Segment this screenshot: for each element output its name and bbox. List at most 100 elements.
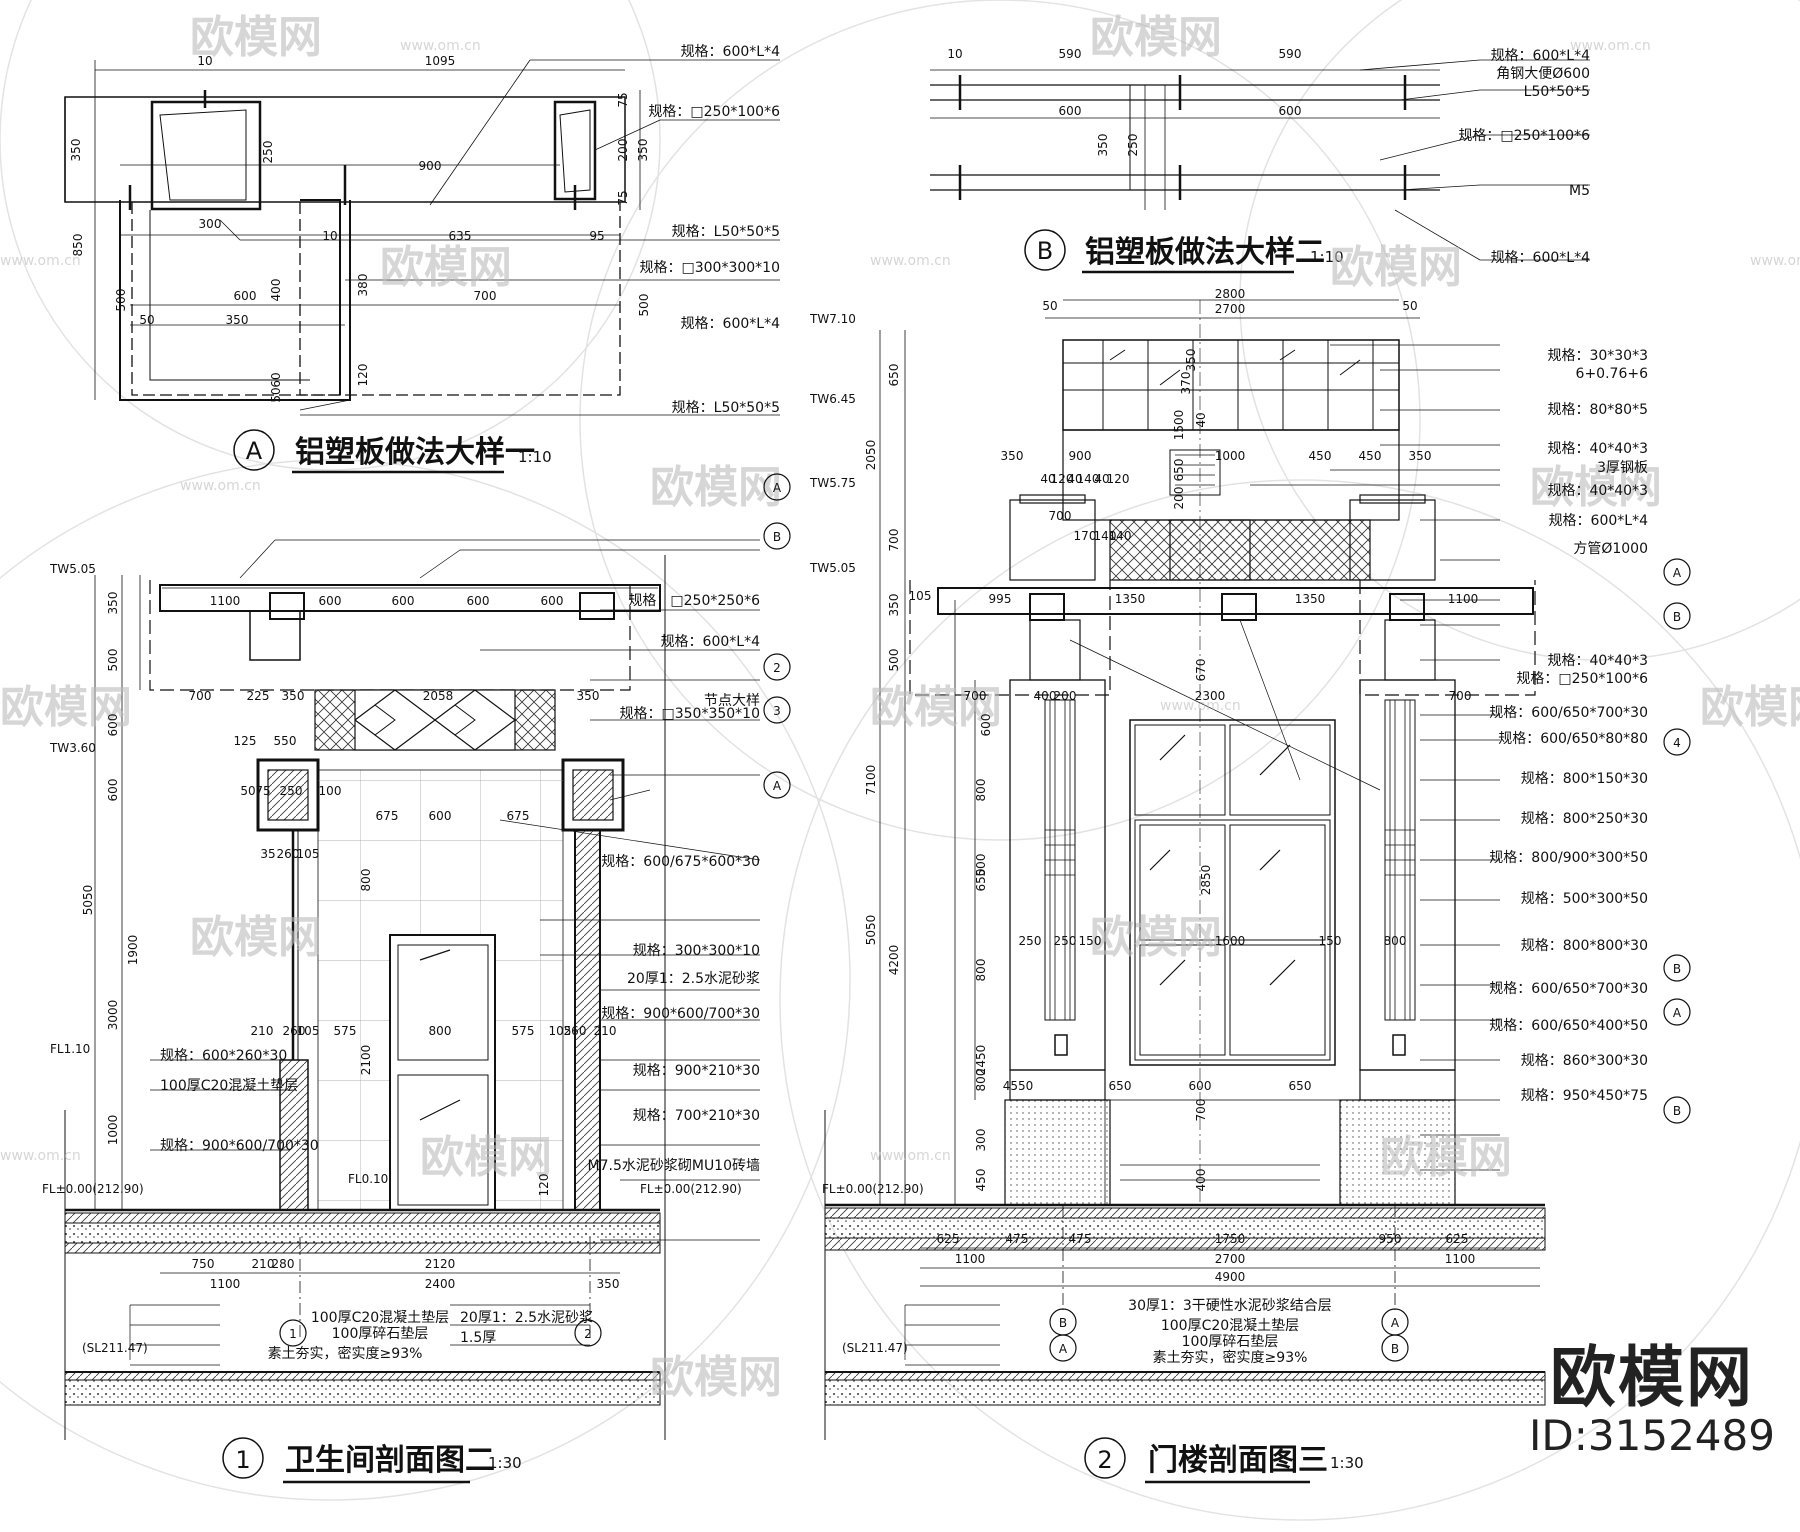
section-1-level: TW5.05 bbox=[49, 562, 96, 576]
section-2-dimension: 900 bbox=[1069, 449, 1092, 463]
section-1-bubble-label: 1 bbox=[235, 1446, 250, 1474]
section-2-dimension: 700 bbox=[1049, 509, 1072, 523]
detail-a-dimension: 900 bbox=[419, 159, 442, 173]
section-2-axis-bubble-label: B bbox=[1391, 1342, 1399, 1356]
detail-a-dimension: 850 bbox=[71, 234, 85, 257]
section-1-axis-bubble bbox=[279, 1319, 307, 1347]
section-2-note: 规格：950*450*75 bbox=[1521, 1088, 1648, 1104]
section-2-dimension: 4200 bbox=[887, 945, 901, 976]
section-2-note: 规格：600/650*400*50 bbox=[1489, 1018, 1648, 1034]
section-1-dimension: 105 bbox=[297, 1024, 320, 1038]
section-1-level: (SL211.47) bbox=[82, 1341, 148, 1355]
section-1-dimension: 600 bbox=[319, 594, 342, 608]
section-1-layer: 1.5厚 bbox=[460, 1330, 496, 1346]
section-2-dimension: 150 bbox=[1319, 934, 1342, 948]
section-1-scale: 1:30 bbox=[488, 1454, 522, 1472]
detail-b-dimension: 10 bbox=[947, 47, 962, 61]
section-2-dimension: 200 bbox=[1172, 487, 1186, 510]
section-2-dimension: 1500 bbox=[1172, 410, 1186, 441]
detail-a-dimension: 350 bbox=[69, 139, 83, 162]
section-2-dimension: 200 bbox=[1054, 689, 1077, 703]
section-1-dimension: 600 bbox=[392, 594, 415, 608]
detail-a-scale: 1:10 bbox=[518, 448, 552, 466]
watermark-label: 欧模网 bbox=[870, 682, 1002, 733]
section-1-dimension: 600 bbox=[541, 594, 564, 608]
section-2-dimension: 700 bbox=[1449, 689, 1472, 703]
section-2-ref-bubble bbox=[1663, 998, 1691, 1026]
section-1-layer: 100厚C20混凝土垫层 bbox=[311, 1310, 449, 1326]
section-2-dimension: 2450 bbox=[974, 1045, 988, 1076]
detail-b-title-block: B 铝塑板做法大样二 1:10 bbox=[1024, 229, 1344, 274]
section-2-ref-bubble bbox=[1663, 1096, 1691, 1124]
watermark-site: www.om.cn bbox=[1750, 253, 1800, 269]
detail-b-note: 角钢大便Ø600 bbox=[1496, 66, 1590, 82]
section-2-dimension: 625 bbox=[937, 1232, 960, 1246]
section-2-ref-bubble-label: A bbox=[1673, 566, 1682, 580]
detail-a-note: 规格：L50*50*5 bbox=[672, 400, 780, 416]
section-2-dimension: 2050 bbox=[864, 440, 878, 471]
section-1-note: 规格：900*210*30 bbox=[633, 1063, 760, 1079]
section-2-dimension: 2700 bbox=[1215, 1252, 1246, 1266]
section-2-dimension: 800 bbox=[974, 1069, 988, 1092]
section-1-dimension: 675 bbox=[376, 809, 399, 823]
detail-b-title: 铝塑板做法大样二 bbox=[1085, 235, 1325, 270]
section-1-drawing bbox=[64, 539, 761, 1440]
brand-badge: 欧模网 ID:3152489 bbox=[1512, 1345, 1792, 1461]
section-1-dimension: 5050 bbox=[81, 885, 95, 916]
detail-b-note: 规格：□250*100*6 bbox=[1458, 128, 1590, 144]
detail-a-dimension: 600 bbox=[234, 289, 257, 303]
section-1-note: 规格：900*600/700*30 bbox=[160, 1138, 319, 1154]
section-1-bubble bbox=[222, 1437, 264, 1479]
section-2-axis-bubble-label: A bbox=[1059, 1342, 1068, 1356]
section-2-level: TW7.10 bbox=[809, 312, 856, 326]
section-1-dimension: 575 bbox=[512, 1024, 535, 1038]
section-1-title: 卫生间剖面图二 bbox=[285, 1443, 495, 1478]
section-1-dimension: 210 bbox=[252, 1257, 275, 1271]
section-1-dimension: 125 bbox=[234, 734, 257, 748]
section-1-note: 20厚1：2.5水泥砂浆 bbox=[627, 971, 760, 987]
section-2-ref-bubble-label: B bbox=[1673, 962, 1681, 976]
section-1-level: FL1.10 bbox=[50, 1042, 90, 1056]
section-2-dimension: 450 bbox=[974, 1169, 988, 1192]
section-1-dimension: 35 bbox=[260, 847, 275, 861]
section-2-dimension: 350 bbox=[1001, 449, 1024, 463]
section-2-level: FL±0.00(212.90) bbox=[822, 1182, 924, 1196]
section-2-dimension: 625 bbox=[1446, 1232, 1469, 1246]
section-1-layer: 100厚碎石垫层 bbox=[332, 1326, 429, 1342]
section-1-dimension: 2400 bbox=[425, 1277, 456, 1291]
detail-a-dimension: 350 bbox=[226, 313, 249, 327]
section-2-dimension: 40 bbox=[1194, 412, 1208, 427]
detail-b-dimension: 590 bbox=[1059, 47, 1082, 61]
detail-b-note: M5 bbox=[1569, 183, 1590, 199]
detail-a-note: 规格：□250*100*6 bbox=[648, 104, 780, 120]
watermark-label: 欧模网 bbox=[1090, 912, 1222, 963]
section-2-axis-bubble-label: B bbox=[1059, 1316, 1067, 1330]
section-2-dimension: 105 bbox=[909, 589, 932, 603]
section-2-note: 6+0.76+6 bbox=[1576, 366, 1649, 382]
section-2-dimension: 700 bbox=[1194, 1099, 1208, 1122]
section-1-dimension: 260 bbox=[283, 1024, 306, 1038]
section-2-dimension: 250 bbox=[1054, 934, 1077, 948]
section-1-dimension: 600 bbox=[429, 809, 452, 823]
section-2-ref-bubble-label: B bbox=[1673, 1104, 1681, 1118]
detail-b-scale: 1:10 bbox=[1310, 248, 1344, 266]
section-2-scale: 1:30 bbox=[1330, 1454, 1364, 1472]
section-1-layer: 素土夯实，密实度≥93% bbox=[268, 1345, 423, 1362]
watermark-label: 欧模网 bbox=[650, 462, 782, 513]
section-2-layer: 30厚1：3干硬性水泥砂浆结合层 bbox=[1128, 1298, 1332, 1314]
brand-id: ID:3152489 bbox=[1529, 1411, 1775, 1460]
section-2-dimension: 500 bbox=[974, 854, 988, 877]
section-2-note: 规格：600*L*4 bbox=[1549, 513, 1649, 529]
detail-a-dimension: 250 bbox=[261, 141, 275, 164]
section-2-dimension: 2300 bbox=[1195, 689, 1226, 703]
section-2-dimension: 1100 bbox=[1445, 1252, 1476, 1266]
section-2-dimension: 50 bbox=[1402, 299, 1417, 313]
section-2-bubble bbox=[1084, 1437, 1126, 1479]
section-1-dimension: 1000 bbox=[106, 1115, 120, 1146]
section-2-dimension: 500 bbox=[887, 649, 901, 672]
section-1-dimension: 600 bbox=[467, 594, 490, 608]
section-2-note: 3厚钢板 bbox=[1597, 460, 1648, 476]
section-1-dimension: 800 bbox=[359, 869, 373, 892]
section-2-level: (SL211.47) bbox=[842, 1341, 908, 1355]
